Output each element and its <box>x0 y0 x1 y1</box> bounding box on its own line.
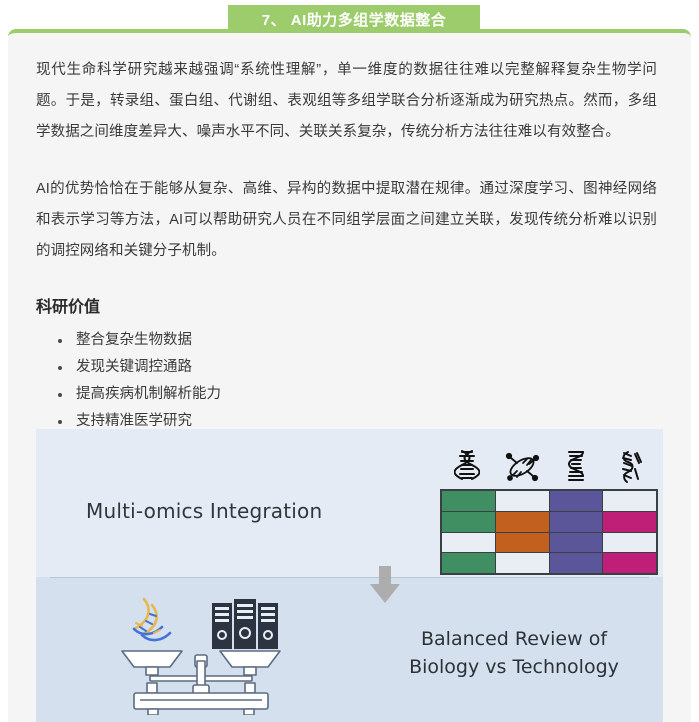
dna-helix-icon <box>440 447 495 487</box>
list-item: 支持精准医学研究 <box>58 408 657 435</box>
heatmap-cell <box>495 553 549 573</box>
heatmap-cell <box>603 532 656 553</box>
article-content: 现代生命科学研究越来越强调“系统性理解”，单一维度的数据往往难以完整解释复杂生物… <box>8 33 691 435</box>
illustration-top-title: Multi-omics Integration <box>86 499 323 523</box>
paragraph-2: AI的优势恰恰在于能够从复杂、高维、异构的数据中提取潜在规律。通过深度学习、图神… <box>36 181 657 259</box>
omics-icon-row <box>440 447 658 487</box>
caption-line-1: Balanced Review of <box>420 628 608 650</box>
illustration-divider <box>50 577 649 578</box>
heatmap-cell <box>603 511 656 532</box>
molecular-dna-icon <box>495 447 550 487</box>
heatmap-cell <box>442 532 495 553</box>
server-stack-icon <box>212 599 278 649</box>
paragraph-1: 现代生命科学研究越来越强调“系统性理解”，单一维度的数据往往难以完整解释复杂生物… <box>36 62 657 140</box>
illustration-figure: Multi-omics Integration <box>36 429 663 722</box>
protein-structure-icon <box>604 447 659 487</box>
illustration-bottom-caption: Balanced Review of Biology vs Technology <box>384 625 644 681</box>
heatmap-cell <box>549 553 603 573</box>
balance-scale-icon <box>116 597 296 716</box>
list-item: 提高疾病机制解析能力 <box>58 381 657 408</box>
heatmap-cell <box>442 511 495 532</box>
heatmap-cell <box>603 553 656 573</box>
heatmap-cell <box>495 532 549 553</box>
heatmap-cell <box>603 491 656 511</box>
omics-heatmap-grid <box>440 489 658 575</box>
section-badge: 7、 AI助力多组学数据整合 <box>228 5 480 33</box>
value-list: 整合复杂生物数据 发现关键调控通路 提高疾病机制解析能力 支持精准医学研究 <box>36 327 657 435</box>
heatmap-cell <box>495 511 549 532</box>
heatmap-cell <box>442 491 495 511</box>
rna-ladder-icon <box>549 447 604 487</box>
heatmap-cell <box>495 491 549 511</box>
sub-heading: 科研价值 <box>36 299 101 316</box>
heatmap-cell <box>549 532 603 553</box>
heatmap-cell <box>549 491 603 511</box>
list-item: 发现关键调控通路 <box>58 354 657 381</box>
section-badge-label: 7、 AI助力多组学数据整合 <box>261 11 447 29</box>
down-arrow-icon <box>368 566 402 604</box>
list-item: 整合复杂生物数据 <box>58 327 657 354</box>
heatmap-cell <box>442 553 495 573</box>
dna-helix-icon <box>132 597 172 642</box>
heatmap-cell <box>549 511 603 532</box>
caption-line-2: Biology vs Technology <box>409 656 619 678</box>
